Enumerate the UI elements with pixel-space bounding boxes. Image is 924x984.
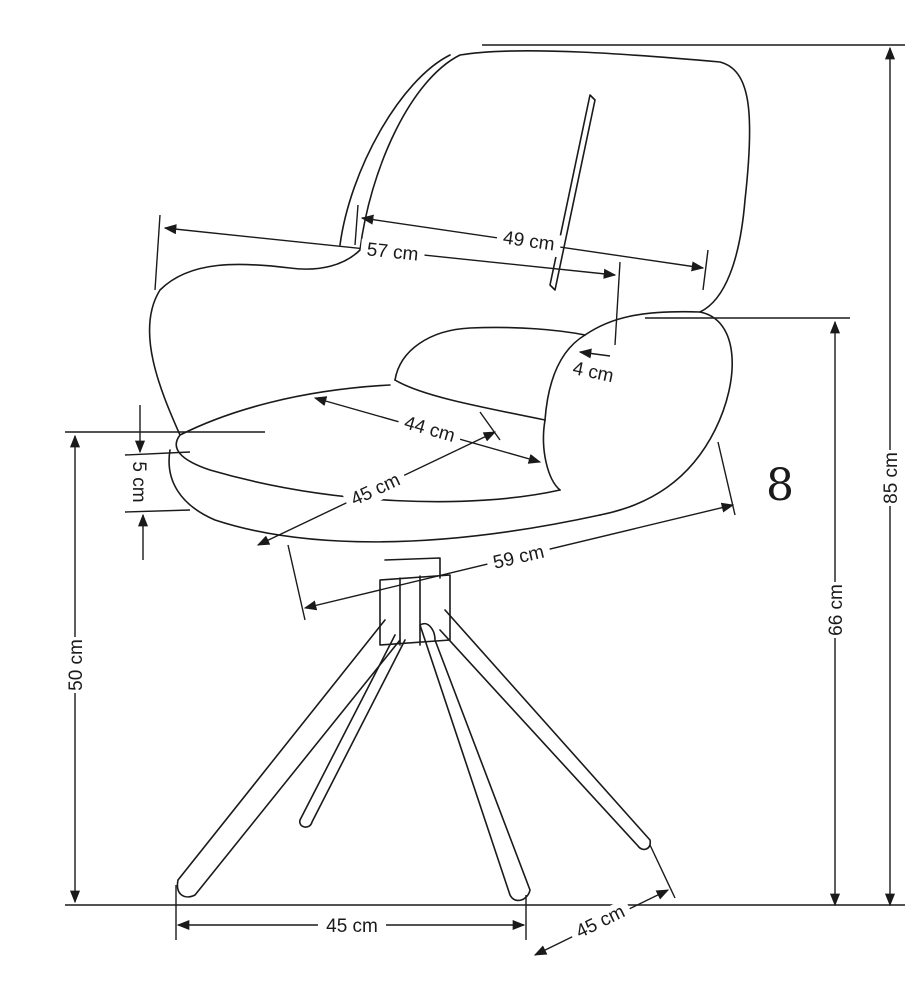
chair-drawing [148,49,751,902]
label-armrest-thickness: 4 cm [571,358,616,387]
label-backrest-width: 49 cm [502,228,556,256]
leg-back-right [439,609,652,851]
label-total-height: 85 cm [881,452,902,504]
backrest-seam [549,94,596,291]
rotation-symbol: 8 [766,460,794,511]
label-seat-height: 50 cm [66,639,87,691]
label-seat-depth: 45 cm [348,470,404,511]
label-armrest-height: 66 cm [826,584,847,636]
right-armrest [584,310,733,516]
label-seat-thickness: 5 cm [128,461,149,502]
swivel-base [379,574,451,646]
dimension-labels: 85 cm 66 cm 50 cm 57 cm 49 cm 4 cm 44 cm… [66,226,903,947]
leg-front-right [419,622,531,902]
leg-front-left [176,619,401,898]
label-base-width: 45 cm [326,916,378,937]
left-armrest [148,249,361,436]
leg-back-left [299,634,406,828]
label-seat-width: 44 cm [402,412,458,446]
backrest [359,49,751,313]
label-base-depth: 45 cm [573,901,629,943]
